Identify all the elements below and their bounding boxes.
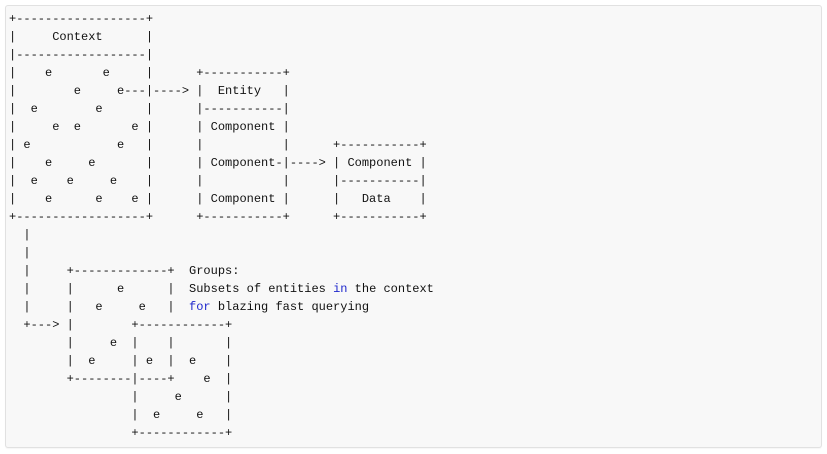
ascii-line: | e | e | e | — [9, 354, 233, 368]
ascii-line: | e e | +-----------+ — [9, 66, 290, 80]
ascii-line: +------------+ — [9, 426, 233, 440]
ascii-line: | | e e | for blazing fast querying — [9, 300, 370, 314]
code-block: +------------------+ | Context | |--------… — [5, 5, 822, 448]
ascii-line: | e e e | | Component | | Data | — [9, 192, 427, 206]
ascii-line: +------------------+ +-----------+ +----… — [9, 210, 427, 224]
ascii-line: | e e e | | Component | — [9, 120, 290, 134]
ascii-line: | e e---|----> | Entity | — [9, 84, 290, 98]
ascii-line: | e e e | | | |-----------| — [9, 174, 427, 188]
ascii-line: | e e | | | +-----------+ — [9, 138, 427, 152]
ascii-line: | — [9, 228, 31, 242]
ascii-line: | e | | | — [9, 336, 233, 350]
ascii-line: +------------------+ — [9, 12, 154, 26]
highlighted-keyword: for — [189, 300, 211, 314]
highlighted-keyword: in — [333, 282, 348, 296]
ascii-line: | — [9, 246, 31, 260]
ascii-line: | e e | |-----------| — [9, 102, 290, 116]
ascii-diagram: +------------------+ | Context | |--------… — [6, 6, 821, 446]
ascii-line: | e e | | Component-|----> | Component | — [9, 156, 427, 170]
ascii-line: | | e | Subsets of entities in the conte… — [9, 282, 434, 296]
ascii-line: +---> | +------------+ — [9, 318, 233, 332]
ascii-line: | e | — [9, 390, 233, 404]
ascii-line: |------------------| — [9, 48, 154, 62]
ascii-line: | Context | — [9, 30, 154, 44]
ascii-line: +--------|----+ e | — [9, 372, 233, 386]
ascii-line: | +-------------+ Groups: — [9, 264, 240, 278]
ascii-line: | e e | — [9, 408, 233, 422]
